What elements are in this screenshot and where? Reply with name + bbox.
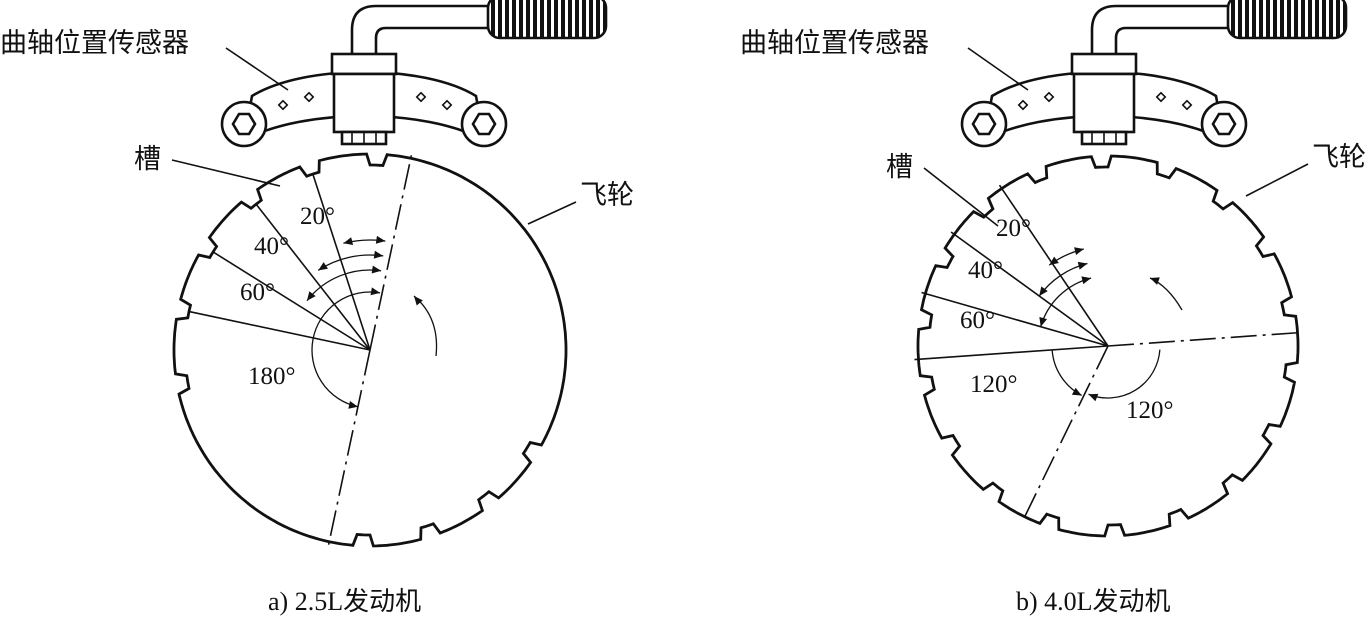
flywheel-leader	[1245, 163, 1309, 197]
angle-arc-20-tail	[1074, 247, 1084, 256]
angle-label-120: 120°	[970, 371, 1018, 398]
slot-line-80	[914, 345, 1109, 361]
panel-a: 曲轴位置传感器 槽 飞轮 20° 40° 60° 180° a) 2.5L发动机	[0, 0, 634, 616]
angle-arc-120-left-head	[1071, 387, 1082, 396]
angle-label-20: 20°	[996, 215, 1031, 242]
flywheel-icon	[172, 152, 568, 548]
slot-line-60	[211, 250, 371, 351]
angle-arc-20-tail	[375, 235, 386, 244]
crankshaft-position-sensor-icon	[220, 0, 608, 148]
sensor-leader	[967, 47, 1029, 91]
angle-arc-180-head	[348, 400, 358, 409]
slot-leader	[923, 167, 999, 227]
panel-b: 曲轴位置传感器 槽 飞轮 20° 40° 60° 120° 120° b) 4.…	[740, 0, 1366, 616]
angle-arc-180	[311, 291, 381, 408]
angle-arc-60	[306, 269, 382, 302]
sensor-label: 曲轴位置传感器	[0, 28, 189, 59]
slot-line-20	[311, 172, 371, 351]
angle-arc-180-tail	[370, 287, 381, 296]
reference-line	[327, 349, 371, 546]
flywheel-label: 飞轮	[1312, 142, 1366, 173]
angle-label-60: 60°	[960, 307, 995, 334]
angle-arc-60-tail	[1081, 276, 1092, 285]
angle-label-120: 120°	[1126, 397, 1174, 424]
rotation-arrow-head	[414, 296, 423, 306]
angle-arc-40-tail	[373, 250, 384, 259]
flywheel-icon	[914, 154, 1302, 538]
slot-line-20	[998, 184, 1109, 347]
angle-label-40: 40°	[254, 233, 289, 260]
sensor-label: 曲轴位置传感器	[740, 28, 929, 59]
caption-a: a) 2.5L发动机	[268, 587, 421, 616]
angle-label-20: 20°	[300, 203, 335, 230]
slot-line-80	[187, 310, 371, 351]
angle-label-180: 180°	[248, 363, 296, 390]
angle-arc-40-tail	[1077, 261, 1088, 270]
angle-label-40: 40°	[968, 257, 1003, 284]
angle-arc-60-tail	[371, 265, 382, 274]
angle-arc-40-head	[1039, 286, 1048, 297]
angle-arc-60-head	[1039, 316, 1048, 327]
angle-arc-60-head	[306, 291, 316, 301]
slot-label: 槽	[886, 152, 913, 183]
slot-line-60	[921, 291, 1109, 347]
angle-arc-40-head	[318, 262, 328, 271]
sensor-leader	[225, 47, 289, 91]
reference-line	[1022, 345, 1109, 521]
slot-leader	[171, 159, 281, 187]
reference-line	[1107, 331, 1302, 347]
rotation-arrow-head	[1150, 277, 1160, 285]
angle-arc-20-head	[343, 237, 354, 245]
slot-line-40	[950, 231, 1109, 347]
reference-line	[369, 154, 413, 351]
angle-arc-120-right	[1088, 349, 1161, 399]
caption-b: b) 4.0L发动机	[1016, 587, 1171, 616]
angle-arc-20-head	[1049, 256, 1059, 266]
flywheel-leader	[527, 201, 577, 225]
slot-label: 槽	[134, 144, 161, 175]
slot-line-40	[254, 202, 371, 351]
angle-label-60: 60°	[240, 279, 275, 306]
angle-arc-120-right-head	[1088, 393, 1099, 402]
flywheel-label: 飞轮	[580, 180, 634, 211]
crankshaft-position-sensor-icon	[960, 0, 1348, 148]
